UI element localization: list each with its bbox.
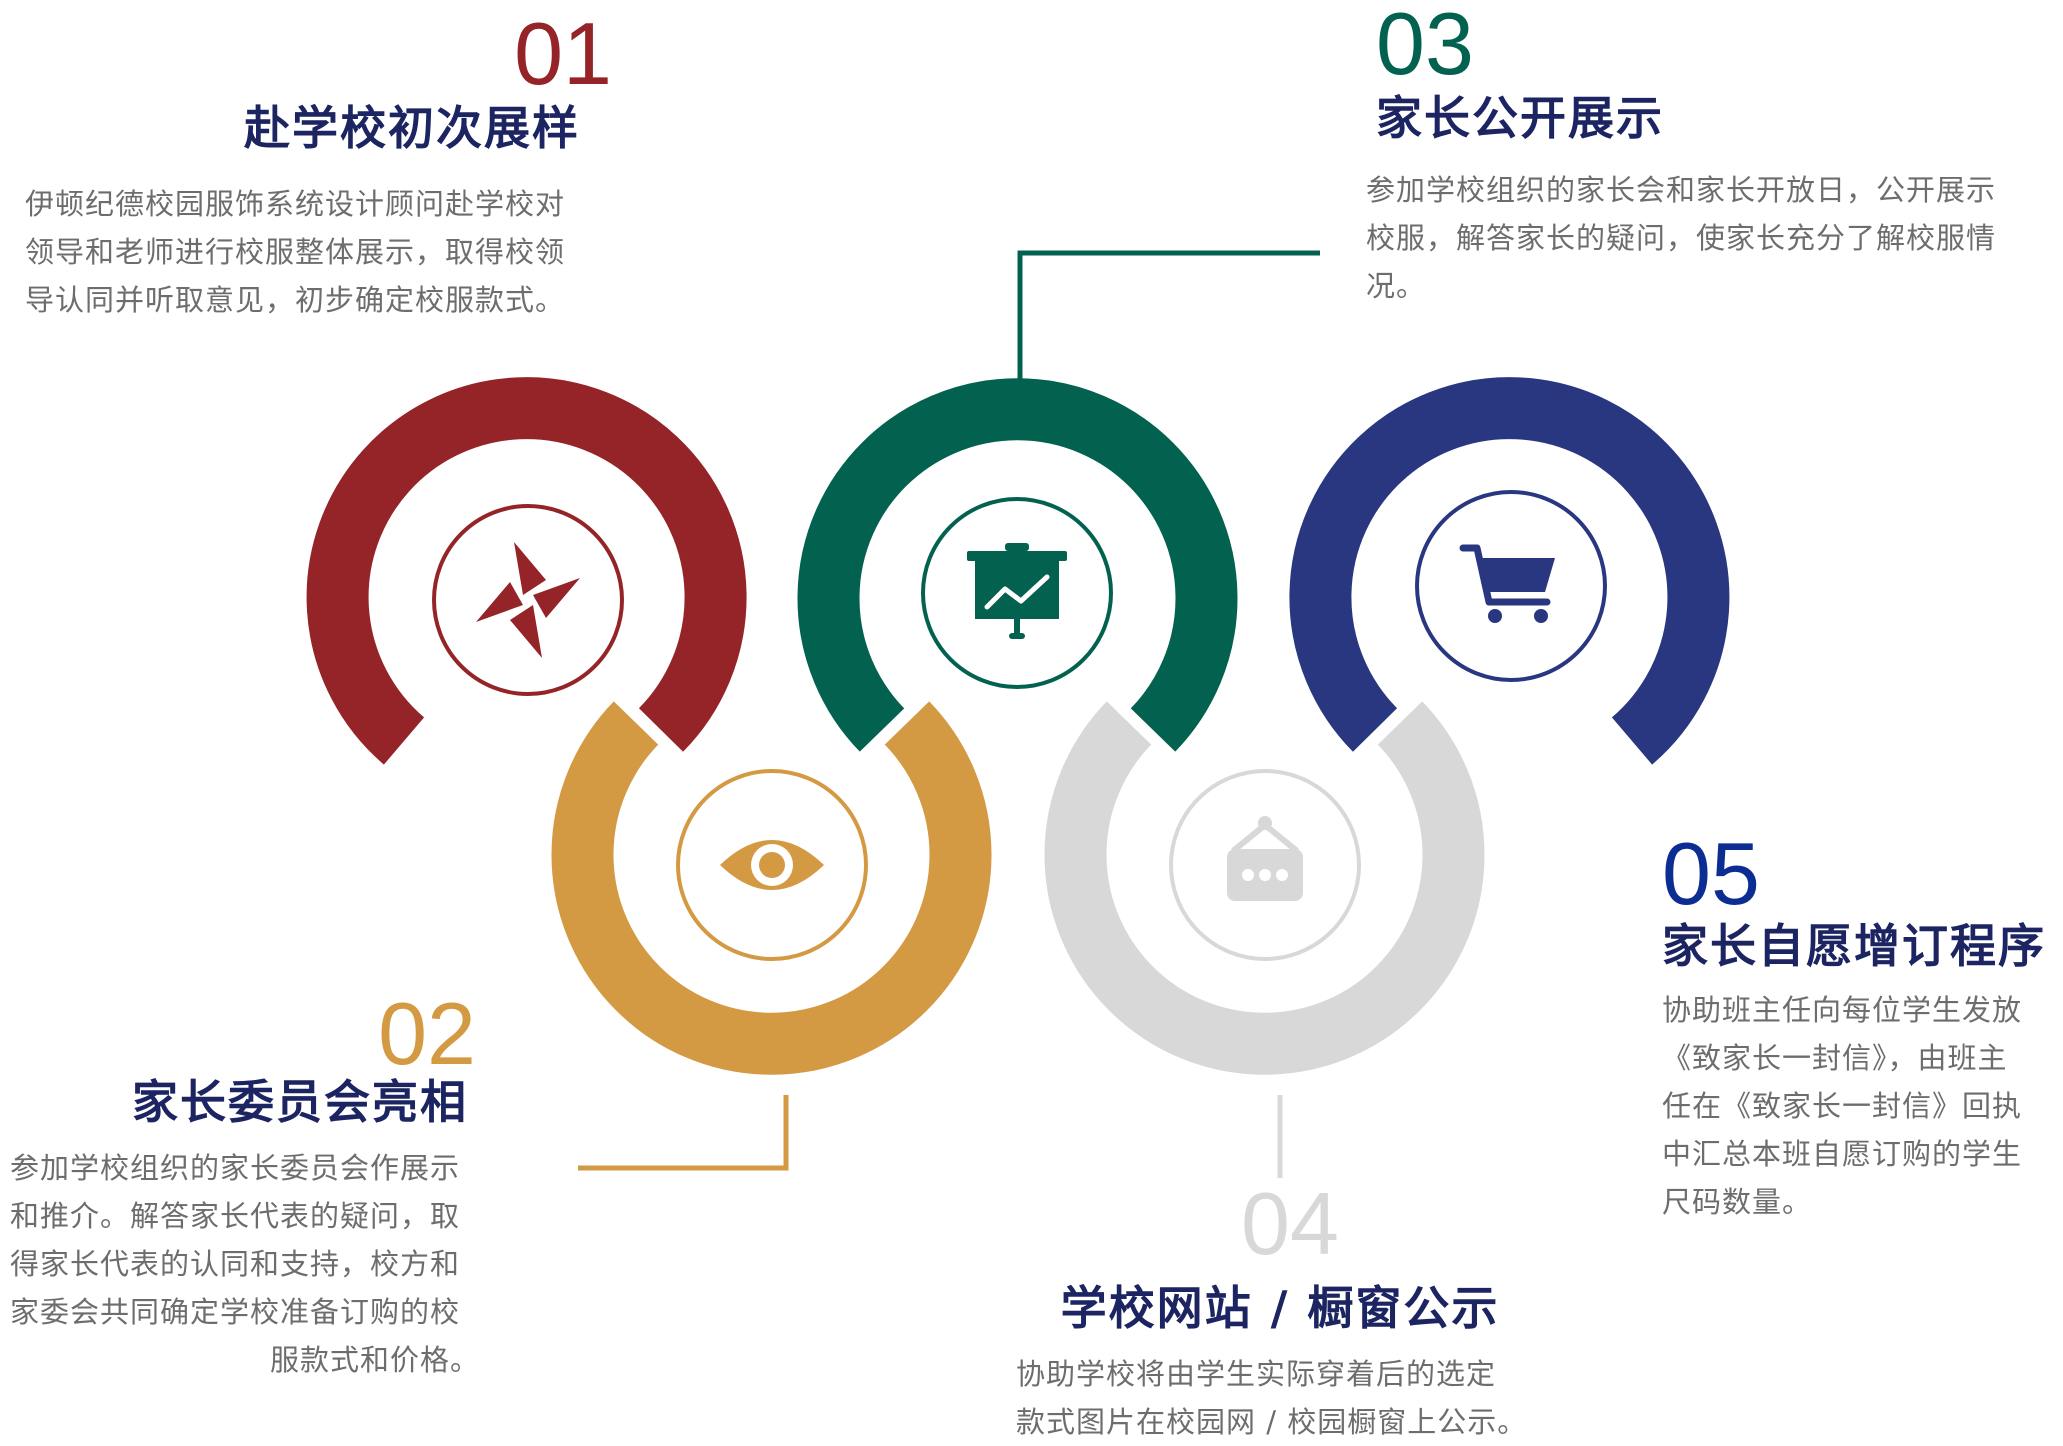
- desc-line: 家委会共同确定学校准备订购的校: [10, 1295, 461, 1329]
- step-number-02: 02: [378, 984, 476, 1083]
- step-02: 02: [0, 990, 476, 1078]
- desc-line: 校服，解答家长的疑问，使家长充分了解校服情: [1366, 221, 1997, 255]
- desc-line: 参加学校组织的家长会和家长开放日，公开展示: [1366, 173, 1997, 207]
- desc-line: 得家长代表的认同和支持，校方和: [10, 1247, 461, 1281]
- step-05: 05: [1662, 830, 1962, 918]
- desc-line: 任在《致家长一封信》回执: [1662, 1089, 2023, 1123]
- step-02-title-block: 家长委员会亮相: [0, 1074, 468, 1130]
- step-number-01: 01: [514, 4, 612, 103]
- connector-line-03: [1017, 250, 1320, 380]
- ring-arc-01: [306, 377, 747, 765]
- step-title-02: 家长委员会亮相: [132, 1075, 468, 1129]
- desc-line: 况。: [1366, 269, 1427, 303]
- ring-arc-03: [797, 378, 1238, 752]
- desc-line: 中汇总本班自愿订购的学生: [1662, 1137, 2023, 1171]
- desc-line: 领导和老师进行校服整体展示，取得校领: [25, 235, 566, 269]
- ring-arc-02: [551, 701, 992, 1075]
- desc-line: 协助学校将由学生实际穿着后的选定: [1016, 1357, 1497, 1391]
- eye-icon: [720, 840, 824, 890]
- step-number-04: 04: [1241, 1174, 1339, 1273]
- connector-line-02: [578, 1095, 789, 1171]
- step-02-description: 参加学校组织的家长委员会作展示 和推介。解答家长代表的疑问，取 得家长代表的认同…: [10, 1144, 500, 1384]
- step-03-title-block: 家长公开展示: [1376, 90, 1976, 146]
- step-04: 04: [1130, 1180, 1450, 1268]
- ring-arc-05: [1289, 377, 1730, 765]
- presentation-chart-icon: [967, 543, 1067, 639]
- step-title-03: 家长公开展示: [1376, 91, 1664, 145]
- hanging-sign-icon: [1227, 816, 1303, 901]
- step-05-title-block: 家长自愿增订程序: [1662, 918, 2062, 974]
- step-01-title-block: 赴学校初次展样: [0, 100, 580, 156]
- icon-circle-01: [432, 504, 624, 696]
- step-title-04: 学校网站 / 橱窗公示: [1060, 1281, 1500, 1335]
- step-03: 03: [1376, 0, 1676, 88]
- ring-arc-04: [1044, 701, 1485, 1075]
- desc-line: 和推介。解答家长代表的疑问，取: [10, 1199, 461, 1233]
- step-number-05: 05: [1662, 824, 1760, 923]
- desc-line: 尺码数量。: [1662, 1185, 1813, 1219]
- step-number-03: 03: [1376, 0, 1474, 93]
- step-01-description: 伊顿纪德校园服饰系统设计顾问赴学校对 领导和老师进行校服整体展示，取得校领 导认…: [25, 180, 625, 324]
- desc-line: 服款式和价格。: [269, 1343, 480, 1377]
- desc-line: 《致家长一封信》，由班主: [1662, 1041, 2008, 1075]
- desc-line: 款式图片在校园网 / 校园橱窗上公示。: [1016, 1405, 1528, 1439]
- step-03-description: 参加学校组织的家长会和家长开放日，公开展示 校服，解答家长的疑问，使家长充分了解…: [1366, 166, 2056, 310]
- step-04-description: 协助学校将由学生实际穿着后的选定 款式图片在校园网 / 校园橱窗上公示。: [1016, 1350, 1606, 1446]
- desc-line: 导认同并听取意见，初步确定校服款式。: [25, 283, 566, 317]
- step-title-05: 家长自愿增订程序: [1662, 919, 2046, 973]
- step-title-01: 赴学校初次展样: [244, 101, 580, 155]
- desc-line: 伊顿纪德校园服饰系统设计顾问赴学校对: [25, 187, 566, 221]
- step-01: 01: [0, 10, 612, 98]
- desc-line: 协助班主任向每位学生发放: [1662, 993, 2023, 1027]
- step-04-title-block: 学校网站 / 橱窗公示: [1000, 1280, 1560, 1336]
- shopping-cart-icon: [1459, 544, 1555, 623]
- pinwheel-icon: [476, 542, 580, 658]
- desc-line: 参加学校组织的家长委员会作展示: [10, 1151, 461, 1185]
- step-05-description: 协助班主任向每位学生发放 《致家长一封信》，由班主 任在《致家长一封信》回执 中…: [1662, 986, 2062, 1226]
